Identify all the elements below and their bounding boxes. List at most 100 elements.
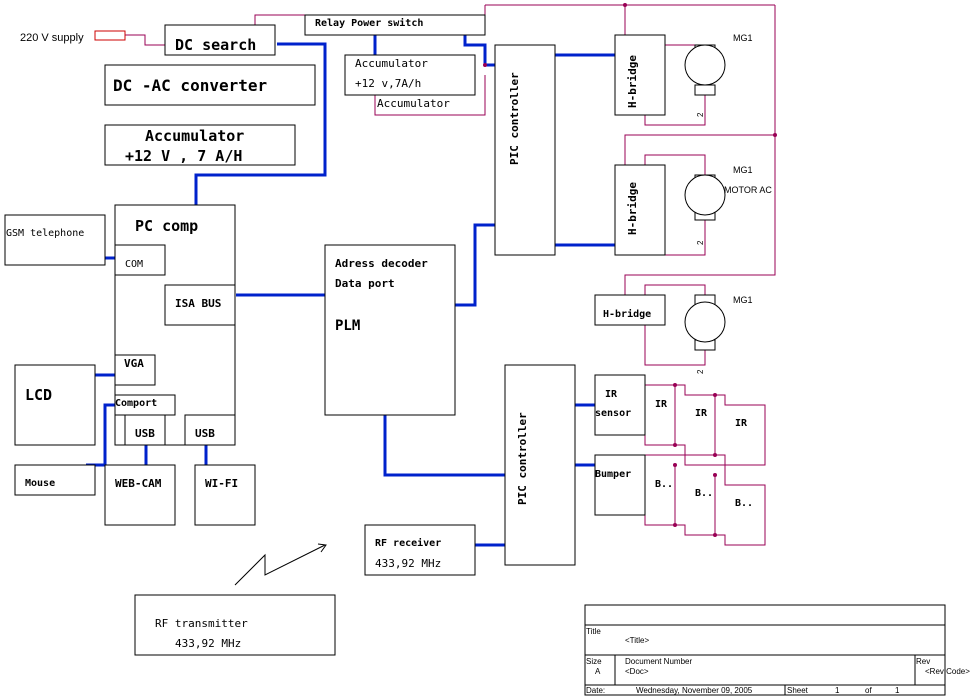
pic1-label: PIC controller: [508, 72, 521, 165]
wire-hb2-motor: [644, 154, 706, 175]
antenna-symbol: [234, 543, 327, 586]
title-value: <Title>: [625, 636, 649, 645]
hbridge1-box: [614, 34, 666, 116]
pin-label-a: 2: [696, 112, 705, 117]
rf-receiver-line1: RF receiver: [375, 537, 441, 549]
ir3-label: IR: [695, 408, 708, 419]
wire-relay-dcsearch: [254, 14, 305, 25]
gsm-label: GSM telephone: [6, 228, 84, 239]
comport-label: Comport: [115, 398, 157, 409]
rf-receiver-box: [364, 524, 476, 576]
mouse-label: Mouse: [25, 478, 55, 489]
wire-supply-dcsearch: [125, 34, 165, 46]
size-label: Size: [586, 657, 602, 666]
sheet-num: 1: [835, 686, 840, 695]
dc-search-box: [164, 24, 276, 56]
bus-decoder-pic2: [383, 415, 505, 477]
lcd-box: [14, 364, 96, 446]
mg1-label-a: MG1: [733, 33, 753, 43]
pic2-label: PIC controller: [516, 412, 529, 505]
decoder-line1: Adress decoder: [335, 257, 428, 270]
docnum-label: Document Number: [625, 657, 692, 666]
docnum-value: <Doc>: [625, 667, 649, 676]
hbridge3-box: [594, 294, 666, 326]
com-box: [114, 244, 166, 276]
webcam-label: WEB-CAM: [115, 477, 162, 490]
bumper-box: [594, 454, 646, 516]
webcam-box: [104, 464, 176, 526]
bus-wires: [86, 35, 615, 547]
of-label: of: [865, 686, 872, 695]
accumulator2-line2: +12 v,7A/h: [355, 77, 421, 90]
wire-bumper-chain: [635, 454, 766, 546]
title-block-box: [584, 604, 946, 696]
sheet-label: Sheet: [787, 686, 809, 695]
lcd-label: LCD: [25, 386, 52, 404]
sheet-total: 1: [895, 686, 900, 695]
accumulator2-tag: Accumulator: [377, 97, 450, 110]
accumulator2-box: [344, 54, 476, 96]
rf-transmitter-line1: RF transmitter: [155, 617, 248, 630]
mg1-label-c: MG1: [733, 295, 753, 305]
mg1-label-b: MG1: [733, 165, 753, 175]
b3-label: B..: [695, 488, 713, 499]
accumulator2-line1: Accumulator: [355, 57, 428, 70]
vga-box: [114, 354, 156, 386]
rev-label: Rev: [916, 657, 930, 666]
com-label: COM: [125, 259, 143, 270]
ir4-label: IR: [735, 418, 748, 429]
motor-3: [684, 294, 726, 351]
bumper-label: Bumper: [595, 469, 631, 480]
pin-label-c: 2: [696, 369, 705, 374]
b4-label: B..: [735, 498, 753, 509]
ir2-label: IR: [655, 399, 668, 410]
accumulator-main-box: [104, 124, 296, 166]
wire-right-rail: [624, 5, 776, 295]
supply-resistor: [94, 30, 126, 41]
wire-ir-chain: [635, 384, 766, 466]
title-label: Title: [586, 627, 601, 636]
isa-bus-box: [164, 284, 236, 326]
hbridge2-box: [614, 164, 666, 256]
junction-dots: [483, 3, 777, 537]
wifi-box: [194, 464, 256, 526]
usb2-box: [184, 414, 236, 446]
pin-label-b: 2: [696, 240, 705, 245]
date-value: Wednesday, November 09, 2005: [636, 686, 753, 695]
mouse-box: [14, 464, 96, 496]
b2-label: B..: [655, 479, 673, 490]
isa-bus-label: ISA BUS: [175, 297, 221, 310]
usb1-label: USB: [135, 427, 155, 440]
motors: [684, 44, 726, 351]
rf-transmitter-box: [134, 594, 336, 656]
rev-value: <Rev Code>: [925, 667, 970, 676]
plm-label: PLM: [335, 318, 360, 334]
vga-label: VGA: [124, 357, 144, 370]
bus-dcsearch-pc: [194, 42, 327, 205]
dc-ac-label: DC -AC converter: [113, 76, 267, 95]
pic2-box: [504, 364, 576, 566]
relay-label: Relay Power switch: [315, 17, 423, 29]
rf-receiver-line2: 433,92 MHz: [375, 557, 441, 570]
ir-sensor-line2: sensor: [595, 408, 631, 419]
pc-comp-label: PC comp: [135, 217, 198, 235]
bus-decoder-pic1: [455, 223, 495, 307]
hbridge3-label: H-bridge: [603, 308, 651, 320]
bus-relay-pic1: [463, 35, 495, 67]
decoder-line2: Data port: [335, 277, 395, 290]
date-label: Date:: [586, 686, 605, 695]
supply-label: 220 V supply: [20, 32, 84, 44]
motor-2: [684, 174, 726, 221]
usb2-label: USB: [195, 427, 215, 440]
dc-search-label: DC search: [175, 36, 256, 54]
dc-ac-box: [104, 64, 316, 106]
wifi-label: WI-FI: [205, 477, 238, 490]
accumulator-main-line2: +12 V , 7 A/H: [125, 147, 242, 165]
pic1-box: [494, 44, 556, 256]
blocks: [4, 14, 946, 696]
motor-ac-label: MOTOR AC: [724, 185, 772, 195]
wire-acc2-loop: [374, 75, 486, 116]
accumulator-main-line1: Accumulator: [145, 127, 244, 145]
relay-box: [304, 14, 486, 36]
